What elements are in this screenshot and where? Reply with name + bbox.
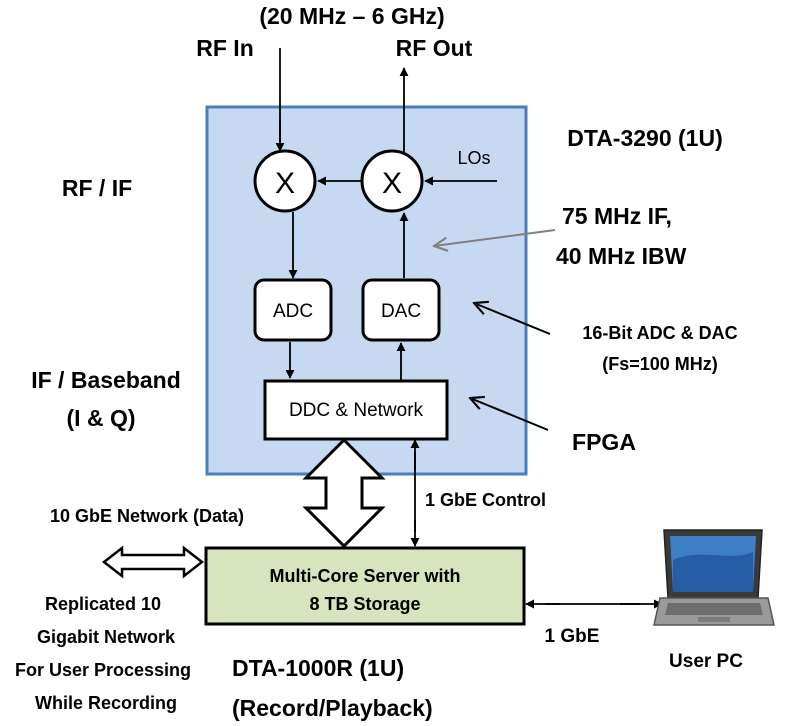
dta1000r-label-line1: DTA-1000R (1U) xyxy=(232,655,404,681)
adc-dac-label-line1: 16-Bit ADC & DAC xyxy=(582,323,737,343)
rf-out-label: RF Out xyxy=(396,35,473,61)
freq-range-label: (20 MHz – 6 GHz) xyxy=(259,3,444,29)
laptop-icon xyxy=(653,529,775,626)
if-label-line2: 40 MHz IBW xyxy=(556,243,687,269)
fpga-label: FPGA xyxy=(572,429,636,455)
10gbe-data-double-arrow xyxy=(302,437,386,549)
rf-if-label: RF / IF xyxy=(62,175,132,201)
rf-in-label: RF In xyxy=(196,35,254,61)
dta1000r-server xyxy=(204,546,526,626)
user-pc-label: User PC xyxy=(669,651,743,672)
data-network-label: 10 GbE Network (Data) xyxy=(50,506,244,526)
los-label: LOs xyxy=(457,148,490,168)
fpga-annotation-arrow xyxy=(470,398,549,431)
dac-block xyxy=(361,278,441,342)
dac-label: DAC xyxy=(381,301,421,322)
replicated-label-line2: Gigabit Network xyxy=(37,627,176,647)
replicated-label-line3: For User Processing xyxy=(15,660,191,680)
server-label-line2: 8 TB Storage xyxy=(309,594,420,614)
rx-mixer-symbol: X xyxy=(275,167,295,200)
tx-mixer-symbol: X xyxy=(382,167,402,200)
rx-mixer xyxy=(253,149,317,213)
ddc-network-block xyxy=(263,379,449,441)
ddc-network-label: DDC & Network xyxy=(289,400,424,421)
server-label-line1: Multi-Core Server with xyxy=(269,566,460,586)
dta3290-label: DTA-3290 (1U) xyxy=(567,125,723,151)
adc-dac-annotation-arrow xyxy=(474,303,551,335)
control-network-label: 1 GbE Control xyxy=(425,490,546,510)
if-label-line1: 75 MHz IF, xyxy=(562,203,672,229)
adc-block xyxy=(253,278,333,342)
dta1000r-label-line2: (Record/Playback) xyxy=(232,695,433,721)
replicated-label-line4: While Recording xyxy=(35,693,177,713)
replicated-network-double-arrow xyxy=(101,545,205,579)
replicated-label-line1: Replicated 10 xyxy=(45,594,161,614)
adc-dac-label-line2: (Fs=100 MHz) xyxy=(602,354,718,374)
adc-label: ADC xyxy=(273,301,313,322)
baseband-label-line2: (I & Q) xyxy=(67,405,136,431)
baseband-label-line1: IF / Baseband xyxy=(31,367,181,393)
if-annotation-arrow xyxy=(434,229,556,246)
1gbe-user-label: 1 GbE xyxy=(545,626,600,647)
